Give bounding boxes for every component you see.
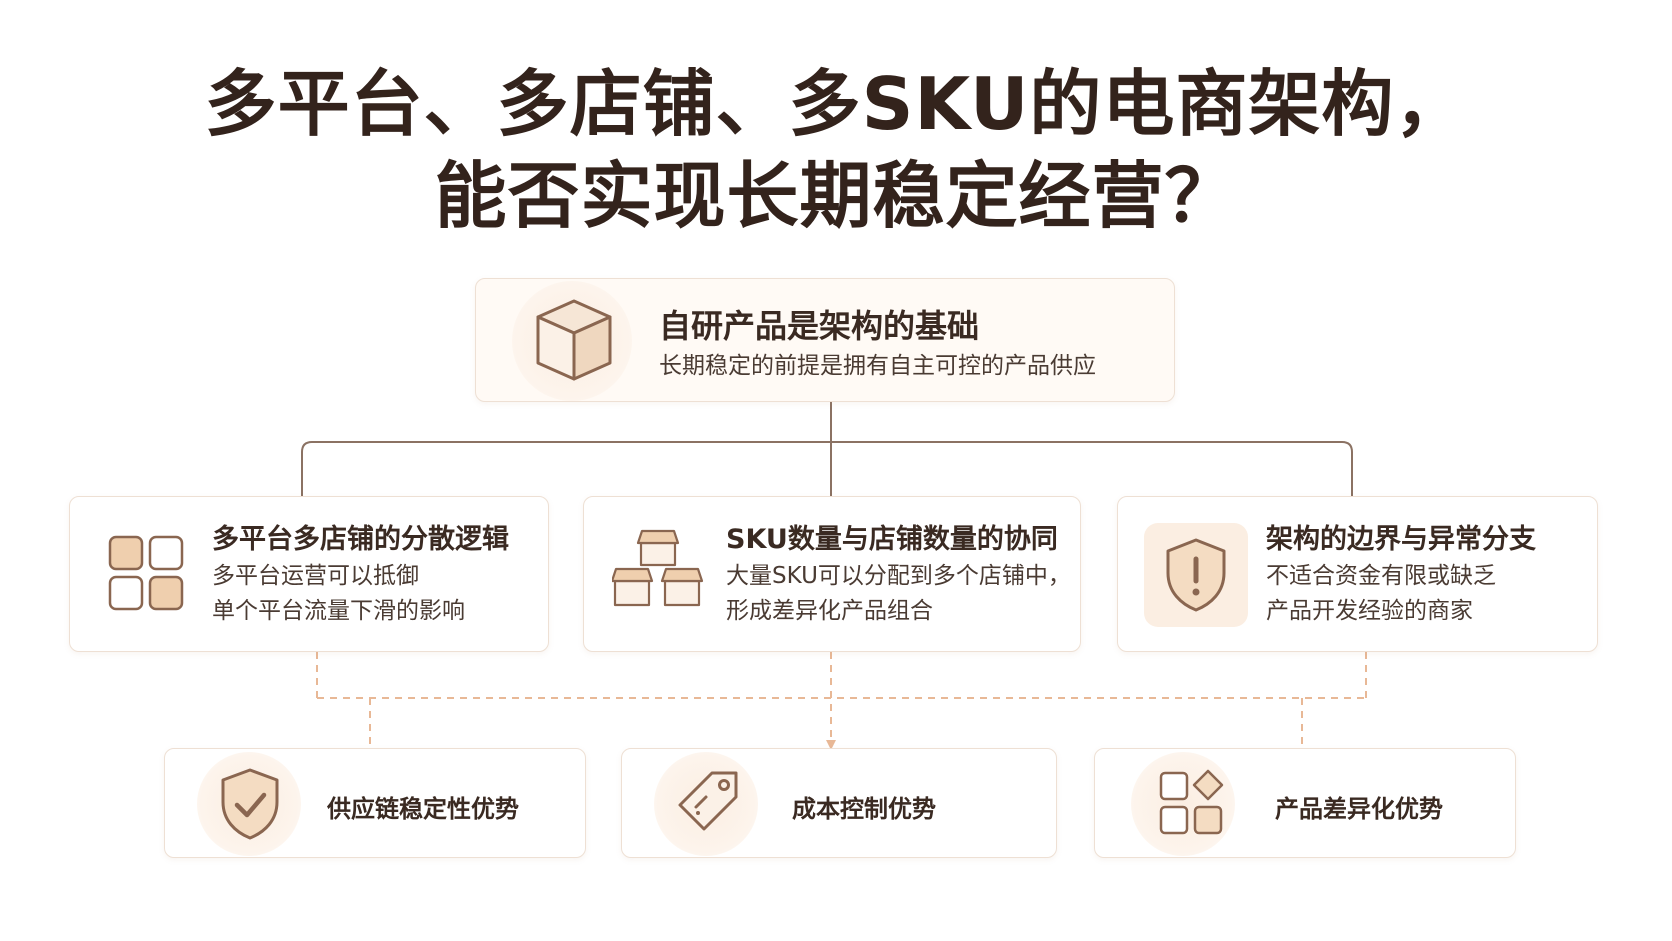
- page-title-line1: 多平台、多店铺、多SKU的电商架构，: [204, 62, 1468, 146]
- page-title-line2: 能否实现长期稳定经营？: [434, 154, 1238, 238]
- top-card: 自研产品是架构的基础 长期稳定的前提是拥有自主可控的产品供应: [475, 278, 1175, 402]
- top-card-title: 自研产品是架构的基础: [659, 307, 980, 345]
- top-card-desc: 长期稳定的前提是拥有自主可控的产品供应: [659, 353, 1096, 379]
- price-tag-icon: [678, 771, 738, 831]
- arrow-head-icon: [826, 740, 836, 750]
- solid-connectors: [301, 402, 1353, 496]
- mid-card-3-title: 架构的边界与异常分支: [1266, 524, 1536, 555]
- bottom-card-1-label: 供应链稳定性优势: [327, 795, 519, 823]
- bottom-card-3: 产品差异化优势: [1094, 748, 1516, 858]
- mid-card-1-desc: 多平台运营可以抵御 单个平台流量下滑的影响: [212, 559, 465, 629]
- category-blocks-icon: [1159, 769, 1224, 835]
- mid-card-3: 架构的边界与异常分支 不适合资金有限或缺乏 产品开发经验的商家: [1117, 496, 1598, 652]
- bottom-card-2-label: 成本控制优势: [792, 795, 936, 823]
- mid-card-2: SKU数量与店铺数量的协同 大量SKU可以分配到多个店铺中， 形成差异化产品组合: [583, 496, 1081, 652]
- bottom-card-2: 成本控制优势: [621, 748, 1057, 858]
- mid-card-2-title: SKU数量与店铺数量的协同: [726, 524, 1058, 555]
- grid-blocks-icon: [108, 535, 184, 611]
- mid-card-1: 多平台多店铺的分散逻辑 多平台运营可以抵御 单个平台流量下滑的影响: [69, 496, 549, 652]
- mid-card-2-desc-line1: 大量SKU可以分配到多个店铺中，: [726, 563, 1071, 589]
- mid-card-3-desc: 不适合资金有限或缺乏 产品开发经验的商家: [1266, 559, 1496, 629]
- mid-card-2-desc: 大量SKU可以分配到多个店铺中， 形成差异化产品组合: [726, 559, 1071, 629]
- mid-card-3-desc-line2: 产品开发经验的商家: [1266, 598, 1473, 624]
- mid-card-2-desc-line2: 形成差异化产品组合: [726, 598, 933, 624]
- box-icon: [536, 299, 612, 381]
- shield-alert-icon: [1166, 538, 1226, 612]
- bottom-card-3-halo: [1131, 752, 1235, 856]
- mid-card-1-desc-line1: 多平台运营可以抵御: [212, 563, 419, 589]
- shield-check-icon: [221, 768, 279, 840]
- mid-card-1-desc-line2: 单个平台流量下滑的影响: [212, 598, 465, 624]
- bottom-card-3-label: 产品差异化优势: [1275, 795, 1443, 823]
- mid-card-3-desc-line1: 不适合资金有限或缺乏: [1266, 563, 1496, 589]
- storefronts-icon: [612, 529, 704, 607]
- bottom-card-1: 供应链稳定性优势: [164, 748, 586, 858]
- connector-branch: [301, 441, 1353, 496]
- mid-card-1-title: 多平台多店铺的分散逻辑: [212, 524, 509, 555]
- dashed-connectors: [316, 652, 1367, 748]
